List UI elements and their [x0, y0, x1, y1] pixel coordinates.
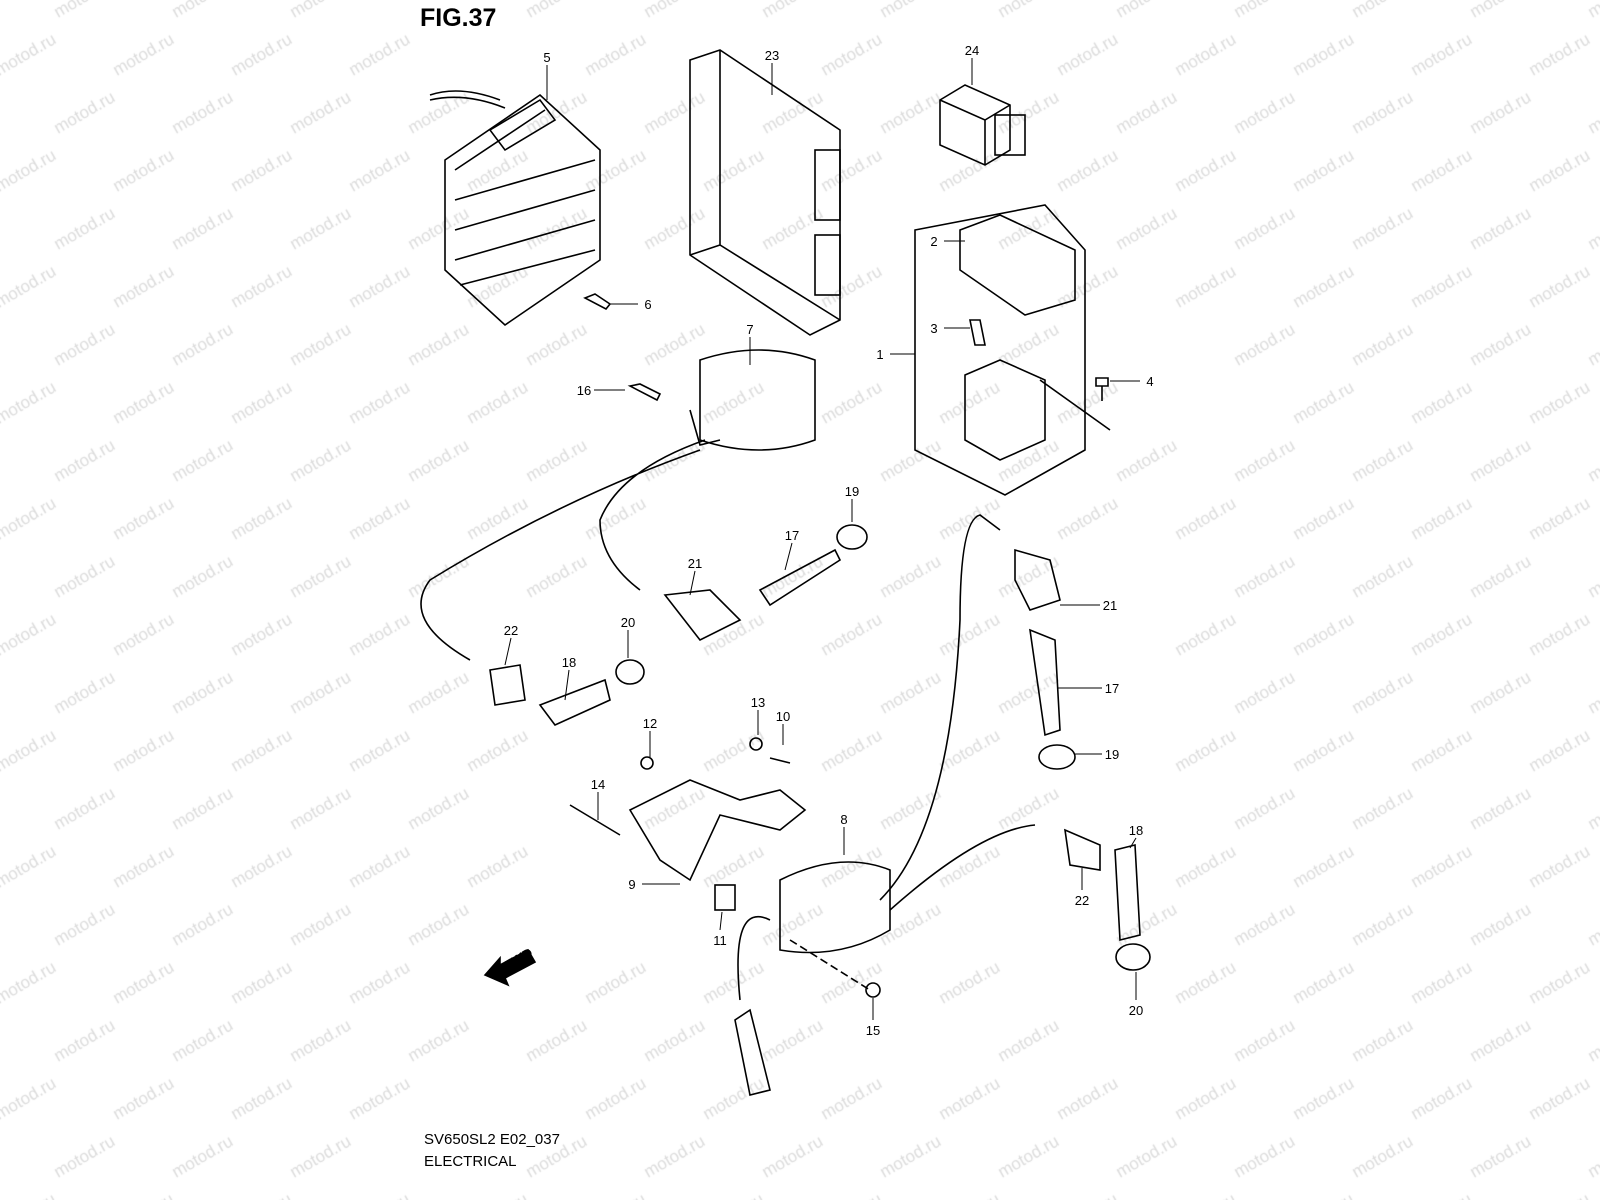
callout-leader — [689, 570, 696, 596]
callout-number: 19 — [1105, 747, 1119, 762]
callout-number: 6 — [644, 297, 651, 312]
part-ecm — [689, 49, 841, 336]
callout-number: 12 — [643, 716, 657, 731]
callout-number: 15 — [866, 1023, 880, 1038]
callout-leader — [719, 911, 723, 931]
callout-number: 8 — [840, 812, 847, 827]
callout-leader — [784, 542, 793, 571]
callout-number: 18 — [1129, 823, 1143, 838]
callout-number: 14 — [591, 777, 605, 792]
callout-number: 17 — [785, 528, 799, 543]
callout-number: 17 — [1105, 681, 1119, 696]
section-name: ELECTRICAL — [424, 1153, 517, 1170]
callout-number: 7 — [746, 322, 753, 337]
part-relay — [939, 84, 1026, 166]
callout-number: 22 — [504, 623, 518, 638]
callout-number: 1 — [876, 347, 883, 362]
callout-number: 24 — [965, 43, 979, 58]
callout-number: 3 — [930, 321, 937, 336]
callout-number: 22 — [1075, 893, 1089, 908]
callout-number: 10 — [776, 709, 790, 724]
part-bracket — [569, 737, 807, 911]
fwd-direction-marker: FWD — [483, 945, 537, 987]
callout-number: 13 — [751, 695, 765, 710]
callout-number: 19 — [845, 484, 859, 499]
callout-number: 11 — [713, 933, 727, 948]
callout-number: 2 — [930, 234, 937, 249]
part-starter-relay-assembly — [914, 204, 1111, 496]
callout-leader — [504, 637, 512, 666]
callout-number: 5 — [543, 50, 550, 65]
callout-number: 21 — [688, 556, 702, 571]
callout-number: 9 — [628, 877, 635, 892]
model-code: SV650SL2 E02_037 — [424, 1131, 560, 1148]
part-ignition-coil-front — [420, 349, 816, 661]
callout-number: 20 — [621, 615, 635, 630]
part-bolt-6 — [583, 293, 612, 311]
part-ignition-coil-rear — [734, 514, 1036, 1096]
callout-number: 21 — [1103, 598, 1117, 613]
callout-leader — [564, 669, 570, 701]
figure-title: FIG.37 — [420, 4, 497, 32]
part-screw-4 — [1095, 377, 1109, 401]
part-bolt-16 — [627, 383, 662, 402]
callout-number: 4 — [1146, 374, 1153, 389]
callout-number: 18 — [562, 655, 576, 670]
part-boots-caps — [489, 524, 1151, 971]
callout-leader — [1129, 837, 1137, 849]
callout-number: 23 — [765, 48, 779, 63]
callout-number: 16 — [577, 383, 591, 398]
callout-number: 20 — [1129, 1003, 1143, 1018]
part-regulator-rectifier — [429, 90, 601, 327]
